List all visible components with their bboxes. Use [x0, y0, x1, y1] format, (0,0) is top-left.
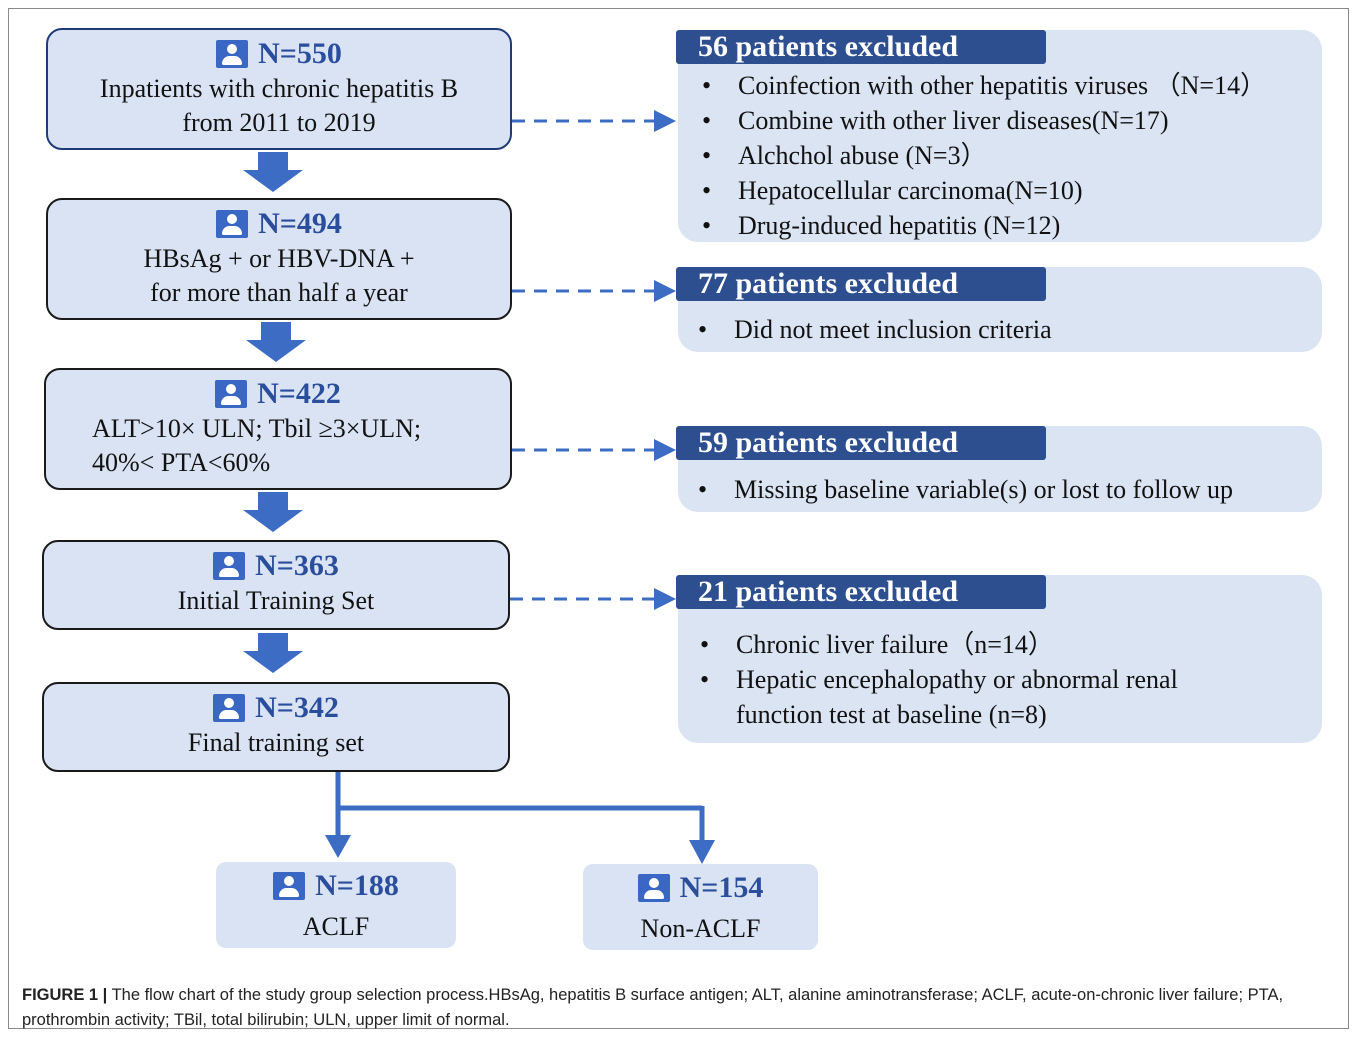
box-count: N=363	[255, 549, 339, 582]
box-count: N=342	[255, 691, 339, 724]
person-icon	[637, 874, 670, 902]
down-arrow	[243, 152, 303, 192]
exclusion-item: Hepatocellular carcinoma(N=10)	[702, 173, 1266, 208]
box-line: 40%< PTA<60%	[92, 448, 271, 477]
exclusion-header: 77 patients excluded	[676, 267, 1046, 301]
arrow-head	[654, 110, 676, 132]
figure-frame	[8, 8, 1349, 1029]
box-line: ALT>10× ULN; Tbil ≥3×ULN;	[92, 414, 422, 443]
exclusion-panel-1: Coinfection with other hepatitis viruses…	[678, 30, 1322, 243]
exclusion-item-continuation: function test at baseline (n=8)	[736, 700, 1047, 729]
exclusion-item: Combine with other liver diseases(N=17)	[702, 103, 1266, 138]
box-count: N=550	[258, 37, 342, 70]
box-line: Inpatients with chronic hepatitis B	[99, 74, 459, 103]
box-count: N=494	[258, 207, 342, 240]
exclusion-list: Coinfection with other hepatitis viruses…	[702, 68, 1266, 243]
outcome-box-aclf: N=188 ACLF	[216, 862, 456, 948]
box-line: HBsAg + or HBV-DNA +	[143, 244, 415, 273]
outcome-label: Non-ACLF	[640, 914, 761, 943]
caption-text: The flow chart of the study group select…	[22, 986, 1284, 1029]
outcome-count: N=188	[315, 869, 399, 902]
exclusion-header: 59 patients excluded	[676, 426, 1046, 460]
down-arrow	[246, 322, 306, 362]
box-line: from 2011 to 2019	[182, 108, 376, 137]
outcome-count: N=154	[679, 871, 764, 904]
caption-label: FIGURE 1 |	[22, 986, 108, 1004]
box-count: N=422	[257, 377, 341, 410]
exclusion-header: 21 patients excluded	[676, 575, 1046, 609]
flow-box-criteria: N=422 ALT>10× ULN; Tbil ≥3×ULN; 40%< PTA…	[44, 368, 512, 490]
exclusion-list: Did not meet inclusion criteria	[698, 312, 1052, 347]
flow-box-final-training: N=342 Final training set	[42, 682, 510, 772]
arrow-head	[689, 840, 715, 864]
person-icon	[216, 40, 249, 68]
flow-box-inpatients: N=550 Inpatients with chronic hepatitis …	[46, 28, 512, 150]
flow-box-hbsag: N=494 HBsAg + or HBV-DNA + for more than…	[46, 198, 512, 320]
arrow-head	[325, 835, 351, 858]
person-icon	[216, 210, 249, 238]
person-icon	[215, 380, 248, 408]
figure-caption: FIGURE 1 | The flow chart of the study g…	[22, 983, 1322, 1033]
arrow-head	[654, 280, 676, 302]
exclusion-item: Coinfection with other hepatitis viruses…	[702, 68, 1266, 103]
exclusion-item: Chronic liver failure（n=14）	[700, 627, 1178, 662]
exclusion-item: Alchchol abuse (N=3）	[702, 138, 1266, 173]
person-icon	[213, 694, 246, 722]
exclusion-list: Missing baseline variable(s) or lost to …	[698, 472, 1233, 507]
flow-box-initial-training: N=363 Initial Training Set	[42, 540, 510, 630]
person-icon	[213, 552, 246, 580]
box-line: Initial Training Set	[177, 586, 375, 615]
person-icon	[273, 872, 306, 900]
box-line: for more than half a year	[150, 278, 408, 307]
down-arrow	[243, 492, 303, 532]
exclusion-item: Drug-induced hepatitis (N=12)	[702, 208, 1266, 243]
arrow-head	[654, 439, 676, 461]
exclusion-item: Did not meet inclusion criteria	[698, 312, 1052, 347]
exclusion-item: Hepatic encephalopathy or abnormal renal	[700, 662, 1178, 697]
outcome-label: ACLF	[302, 912, 370, 941]
down-arrow	[243, 633, 303, 673]
box-line: Final training set	[187, 728, 365, 757]
outcome-box-non-aclf: N=154 Non-ACLF	[583, 864, 818, 950]
arrow-head	[654, 588, 676, 610]
exclusion-list: Chronic liver failure（n=14） Hepatic ence…	[700, 627, 1178, 732]
exclusion-header: 56 patients excluded	[676, 30, 1046, 64]
exclusion-item: Missing baseline variable(s) or lost to …	[698, 472, 1233, 507]
